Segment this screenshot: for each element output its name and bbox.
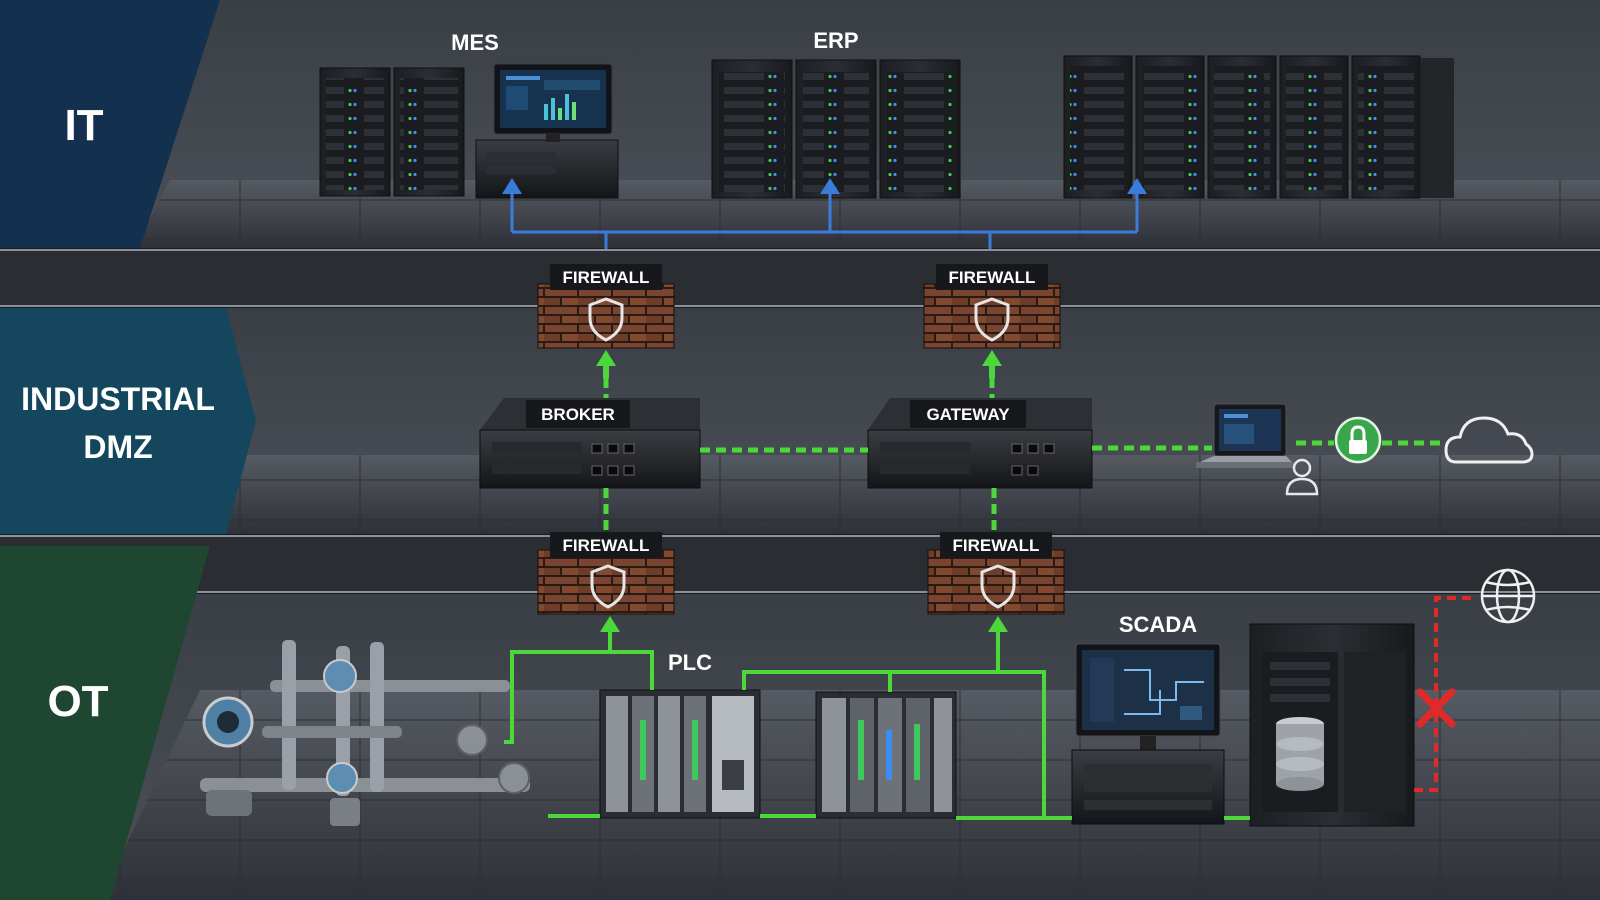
- ot-zone-label: OT: [47, 677, 108, 726]
- ot-control-links: [504, 620, 1250, 820]
- dmz-secure-links: [603, 378, 1444, 530]
- scada-workstation: [1071, 643, 1225, 825]
- firewall-lower-right: FIREWALL: [927, 532, 1065, 615]
- ot-zone-label-panel: [0, 546, 210, 900]
- blocked-x-icon: [1416, 688, 1456, 728]
- firewall-upper-left-label: FIREWALL: [563, 268, 650, 287]
- arrow-up-icon: [502, 178, 1147, 194]
- globe-icon: [1480, 568, 1536, 624]
- firewall-upper-right: FIREWALL: [923, 264, 1061, 349]
- firewall-lower-left: FIREWALL: [537, 532, 675, 615]
- gateway-label: GATEWAY: [926, 405, 1010, 424]
- arrow-up-icon: [596, 350, 1002, 378]
- broker-label: BROKER: [541, 405, 615, 424]
- shield-icon: [980, 564, 1016, 609]
- blocked-internet-link: [1414, 596, 1476, 792]
- firewall-lower-right-label: FIREWALL: [953, 536, 1040, 555]
- scada-label: SCADA: [1119, 612, 1197, 637]
- firewall-lower-left-label: FIREWALL: [563, 536, 650, 555]
- mes-monitor: [493, 63, 613, 142]
- shield-icon: [588, 297, 624, 342]
- user-icon: [1285, 458, 1319, 496]
- dmz-zone: INDUSTRIAL DMZ: [0, 308, 1600, 534]
- arrow-up-icon: [600, 616, 1008, 632]
- lock-icon: [1334, 416, 1382, 464]
- data-center-rack-group: [1063, 55, 1454, 199]
- shield-icon: [590, 564, 626, 609]
- mes-label: MES: [451, 30, 499, 55]
- it-zone-label: IT: [64, 101, 103, 150]
- dmz-zone-label-line2: DMZ: [83, 429, 152, 465]
- remote-laptop: [1196, 403, 1294, 468]
- field-instruments: [200, 640, 530, 826]
- broker-device: BROKER: [479, 398, 701, 489]
- plc-rack-left: [599, 689, 761, 819]
- erp-server-group: ERP: [711, 28, 961, 199]
- zone-separator: [0, 536, 1600, 592]
- plc-rack-right: [815, 691, 957, 819]
- firewall-upper-right-label: FIREWALL: [949, 268, 1036, 287]
- dmz-zone-label-line1: INDUSTRIAL: [21, 381, 215, 417]
- dmz-zone-label-panel: [0, 308, 256, 534]
- gateway-device: GATEWAY: [867, 398, 1093, 489]
- plc-label: PLC: [668, 650, 712, 675]
- zone-separator: [0, 250, 1600, 306]
- shield-icon: [974, 297, 1010, 342]
- cloud-icon: [1444, 416, 1534, 464]
- it-zone-label-panel: [0, 0, 220, 248]
- firewall-upper-left: FIREWALL: [537, 264, 675, 349]
- mes-server-group: MES: [319, 30, 619, 199]
- historian-server: [1249, 623, 1415, 827]
- erp-label: ERP: [813, 28, 858, 53]
